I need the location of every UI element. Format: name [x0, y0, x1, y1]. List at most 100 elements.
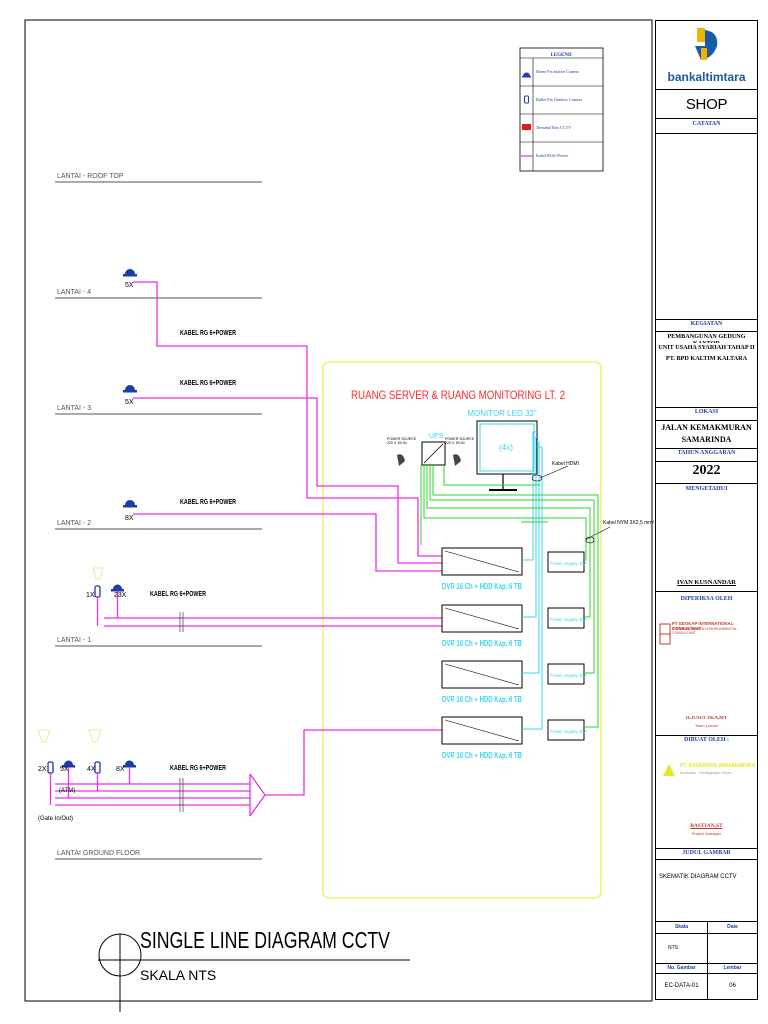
power-supply-label: Power Supply 30A: [550, 729, 587, 734]
hdmi-cables: [522, 431, 543, 730]
legend-item-label: Dome Fix Indoor Camera: [536, 69, 579, 74]
light-cone-icon: [37, 729, 51, 743]
gate-label: (Gate In/Out): [38, 816, 73, 822]
dome-camera-icon: [62, 760, 75, 768]
ups-icon: [421, 441, 446, 466]
owner-person: IVAN KUSNANDAR: [677, 579, 736, 586]
floor-label-rooftop: LANTAI - ROOF TOP: [57, 173, 124, 180]
floor-label-ground: LANTAI GROUND FLOOR: [57, 850, 140, 857]
camera-cables: [55, 281, 442, 817]
budget-year-heading: TAHUN ANGGARAN: [677, 450, 736, 456]
dvr-label: DVR 16 Ch + HDD Kap. 6 TB: [442, 639, 522, 648]
cable-label-l4: KABEL RG 6+POWER: [180, 330, 236, 337]
drawing-number-heading: No. Gambar: [656, 963, 708, 973]
dvr-units: [441, 547, 523, 745]
consultant-stamp: [656, 607, 757, 615]
dvr-unit: [441, 716, 523, 745]
camera-count-l1-dome: 23X: [114, 592, 127, 599]
acknowledged-heading: MENGETAHUI: [685, 486, 728, 492]
terminal-box-icon: [522, 124, 531, 130]
hdmi-cable-label: Kabel HDMI: [552, 461, 579, 467]
floor-label-3: LANTAI - 3: [57, 405, 91, 412]
made-by-heading: DIBUAT OLEH :: [683, 737, 730, 743]
checker-name: Ir.JUSUF DEA,MT: [685, 716, 728, 721]
camera-count-l2: 8X: [125, 515, 134, 522]
power-supply-units: [547, 551, 585, 741]
cable-break-marks: [179, 612, 184, 812]
diagram-title-block: SINGLE LINE DIAGRAM CCTV SKALA NTS: [98, 927, 410, 1012]
sheet-heading: Lembar: [723, 965, 742, 971]
drawing-title: SKEMATIK DIAGRAM CCTV: [659, 874, 737, 880]
bullet-camera-icon: [94, 585, 101, 598]
dome-camera-icon: [123, 385, 137, 393]
legend: LEGEND Dome Fix Indoor Camera Bullet Fix…: [519, 47, 604, 172]
diagram-title: SINGLE LINE DIAGRAM CCTV: [140, 927, 391, 953]
title-block: bankaltimtara SHOP DRAWING CATATAN KEGIA…: [655, 20, 758, 1000]
cable-label-l2: KABEL RG 6+POWER: [180, 499, 236, 506]
power-supply-label: Power Supply 30A: [550, 673, 587, 678]
power-supply-label: Power Supply 30A: [550, 617, 587, 622]
dome-camera-icon: [123, 269, 137, 277]
floor-label-2: LANTAI - 2: [57, 520, 91, 527]
maker-role: Project Manager: [691, 831, 722, 836]
consultant-logo-icon: [659, 623, 671, 645]
maker-name: BASTIAN,ST: [690, 823, 723, 829]
dome-camera-icon: [522, 72, 531, 78]
drawing-title-heading: JUDUL GAMBAR: [682, 850, 731, 856]
bullet-camera-icon: [47, 761, 54, 774]
power-cables: [420, 465, 599, 728]
consultant-sub: ENGINEERING AND ENVIRONMENTAL CONSULTANT: [672, 627, 738, 635]
activity-heading: KEGIATAN: [690, 321, 723, 327]
monitor-count: (4x): [499, 443, 513, 452]
nym-cable-label: Kabel NYM 3X2,5 mm²: [603, 520, 654, 526]
dome-camera-icon: [123, 500, 137, 508]
drawing-border: [24, 19, 653, 1002]
dvr-unit: [441, 604, 523, 633]
server-room-boundary: [322, 361, 602, 899]
camera-count-gf-bullet-b: 4X: [87, 766, 96, 773]
contractor-logo-icon: [663, 764, 675, 776]
atm-label: (ATM): [59, 788, 75, 794]
legend-title: LEGEND: [550, 53, 572, 58]
power-supply-unit: [547, 663, 585, 685]
power-supply-unit: [547, 607, 585, 629]
legend-item-label: Bullet Fix Outdoor Camera: [536, 97, 582, 102]
dome-camera-icon: [111, 584, 124, 592]
bullet-camera-icon: [94, 761, 101, 774]
bank-logo: [656, 26, 757, 70]
budget-year: 2022: [692, 463, 721, 478]
camera-count-l3: 5X: [125, 399, 134, 406]
consultant-block: PT GEOKAP INTERNATIONAL CONSULTANT ENGIN…: [656, 619, 757, 655]
light-cone-icon: [92, 567, 104, 580]
owner-stamp: [656, 498, 757, 506]
project-line-3: PT. BPD KALTIM KALTARA: [665, 355, 748, 362]
cable-label-gf: KABEL RG 6+POWER: [170, 765, 226, 772]
checked-by-heading: DIPERIKSA OLEH: [680, 596, 733, 602]
monitor-icon: [476, 420, 538, 491]
location-line-2: SAMARINDA: [681, 435, 732, 444]
dvr-unit: [441, 547, 523, 576]
camera-count-gf-dome-b: 8X: [116, 766, 125, 773]
power-supply-label: Power Supply 30A: [550, 561, 587, 566]
cameras: 5X 5X 8X 1X 23X 2X 5X 4X 8X (ATM) (Gate …: [37, 269, 137, 822]
legend-item-label: Terminal Box CCTV: [536, 125, 571, 130]
project-line-2: UNIT USAHA SYARIAH TAHAP II: [658, 344, 755, 351]
camera-count-gf-bullet-a: 2X: [38, 766, 47, 773]
camera-count-gf-dome-a: 5X: [60, 766, 69, 773]
power-supply-unit: [547, 719, 585, 741]
date-heading: Date: [727, 924, 738, 930]
sheet-number: 06: [729, 983, 736, 989]
consultant-name: PT GEOKAP INTERNATIONAL CONSULTANT: [672, 621, 734, 631]
contractor-name: PT. BAHENDRA WIRAMANDIRA: [680, 763, 756, 769]
checker-role: Team Leader: [694, 723, 719, 728]
diagram-scale: SKALA NTS: [140, 967, 216, 983]
light-cone-icon: [88, 729, 102, 743]
document-type: SHOP DRAWING: [685, 96, 728, 113]
location-line-1: JALAN KEMAKMURAN: [661, 423, 752, 432]
dvr-unit: [441, 660, 523, 689]
contractor-block: PT. BAHENDRA WIRAMANDIRA Kontraktor - Pe…: [656, 749, 757, 797]
